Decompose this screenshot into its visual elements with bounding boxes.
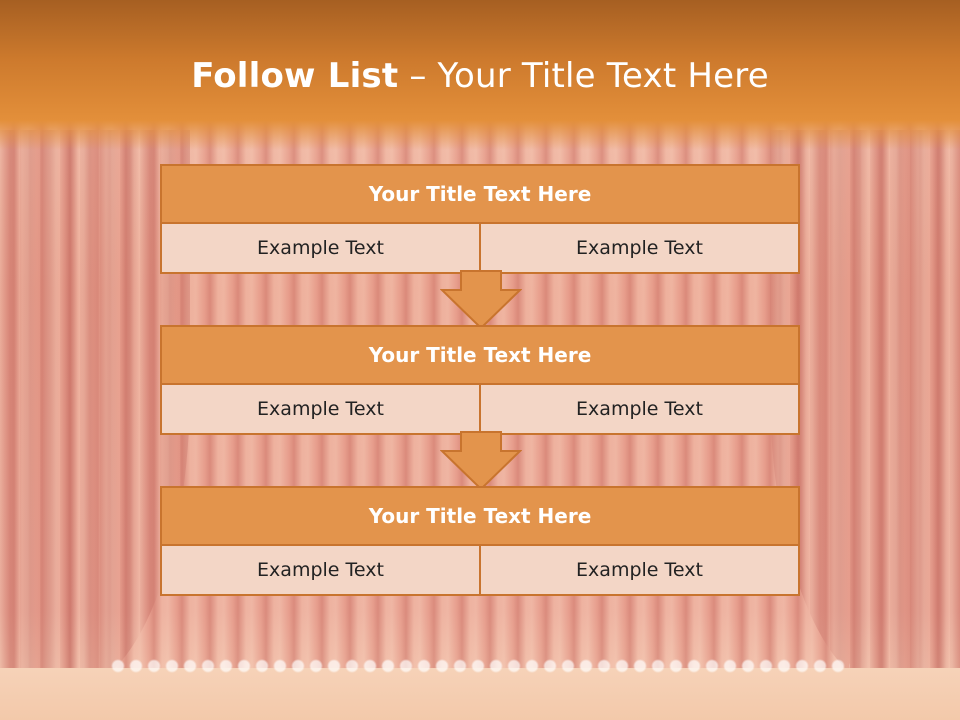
step-cell-right: Example Text — [479, 385, 798, 433]
step-row: Example Text Example Text — [162, 385, 798, 433]
stage-floor — [0, 668, 960, 720]
step-box-2: Your Title Text Here Example Text Exampl… — [160, 325, 800, 435]
step-box-1: Your Title Text Here Example Text Exampl… — [160, 164, 800, 274]
step-title: Your Title Text Here — [162, 327, 798, 385]
step-cell-left: Example Text — [257, 398, 384, 420]
down-arrow-icon — [440, 431, 522, 491]
down-arrow-icon — [440, 270, 522, 330]
step-row: Example Text Example Text — [162, 224, 798, 272]
step-cell-right: Example Text — [479, 224, 798, 272]
step-title: Your Title Text Here — [162, 166, 798, 224]
slide-title-bold: Follow List — [191, 56, 399, 96]
curtain-fringe — [110, 652, 850, 676]
step-box-3: Your Title Text Here Example Text Exampl… — [160, 486, 800, 596]
step-cell-left: Example Text — [257, 237, 384, 259]
slide-title-rest: – Your Title Text Here — [398, 56, 769, 96]
step-row: Example Text Example Text — [162, 546, 798, 594]
slide-title: Follow List – Your Title Text Here — [0, 56, 960, 96]
step-cell-right: Example Text — [479, 546, 798, 594]
title-banner — [0, 0, 960, 150]
step-title: Your Title Text Here — [162, 488, 798, 546]
step-cell-left: Example Text — [257, 559, 384, 581]
